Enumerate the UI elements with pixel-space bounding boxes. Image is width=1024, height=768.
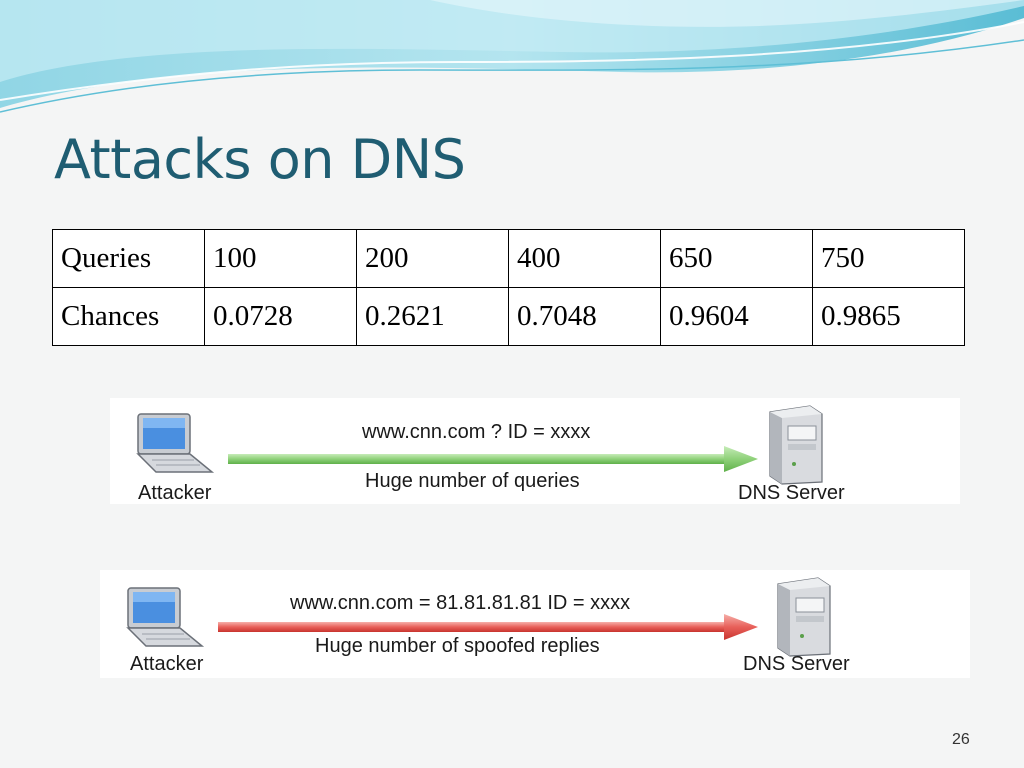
row-header-queries: Queries xyxy=(52,229,205,288)
laptop-icon xyxy=(126,587,205,647)
table-cell: 0.9604 xyxy=(660,287,813,346)
page-number: 26 xyxy=(952,731,970,748)
row-header-chances: Chances xyxy=(52,287,205,346)
table-cell: 200 xyxy=(356,229,509,288)
spoofed-replies-diagram: Attacker www.cnn.com = 81.81.81.81 ID = … xyxy=(100,570,970,678)
table-cell: 750 xyxy=(812,229,965,288)
table-row-queries: Queries 100 200 400 650 750 xyxy=(52,229,965,288)
table-row-chances: Chances 0.0728 0.2621 0.7048 0.9604 0.98… xyxy=(52,287,965,346)
queries-chances-table: Queries 100 200 400 650 750 Chances 0.07… xyxy=(52,229,965,346)
spoofed-reply-text: www.cnn.com = 81.81.81.81 ID = xxxx xyxy=(290,592,631,614)
replies-caption: Huge number of spoofed replies xyxy=(315,635,600,657)
attacker-label: Attacker xyxy=(130,653,204,675)
laptop-icon xyxy=(136,413,215,473)
table-cell: 400 xyxy=(508,229,661,288)
server-icon xyxy=(769,405,823,485)
queries-caption: Huge number of queries xyxy=(365,470,580,492)
green-arrow xyxy=(228,446,758,472)
table-cell: 650 xyxy=(660,229,813,288)
red-arrow xyxy=(218,614,758,640)
slide-title: Attacks on DNS xyxy=(54,128,466,191)
header-wave-decoration xyxy=(0,0,1024,113)
query-text: www.cnn.com ? ID = xxxx xyxy=(362,421,591,443)
server-icon xyxy=(777,577,831,657)
table-cell: 0.2621 xyxy=(356,287,509,346)
dns-server-label: DNS Server xyxy=(743,653,850,675)
queries-diagram: Attacker www.cnn.com ? ID = xxxx Huge nu… xyxy=(110,398,960,504)
attacker-label: Attacker xyxy=(138,482,212,504)
table-cell: 0.7048 xyxy=(508,287,661,346)
table-cell: 0.9865 xyxy=(812,287,965,346)
dns-server-label: DNS Server xyxy=(738,482,845,504)
table-cell: 100 xyxy=(204,229,357,288)
table-cell: 0.0728 xyxy=(204,287,357,346)
